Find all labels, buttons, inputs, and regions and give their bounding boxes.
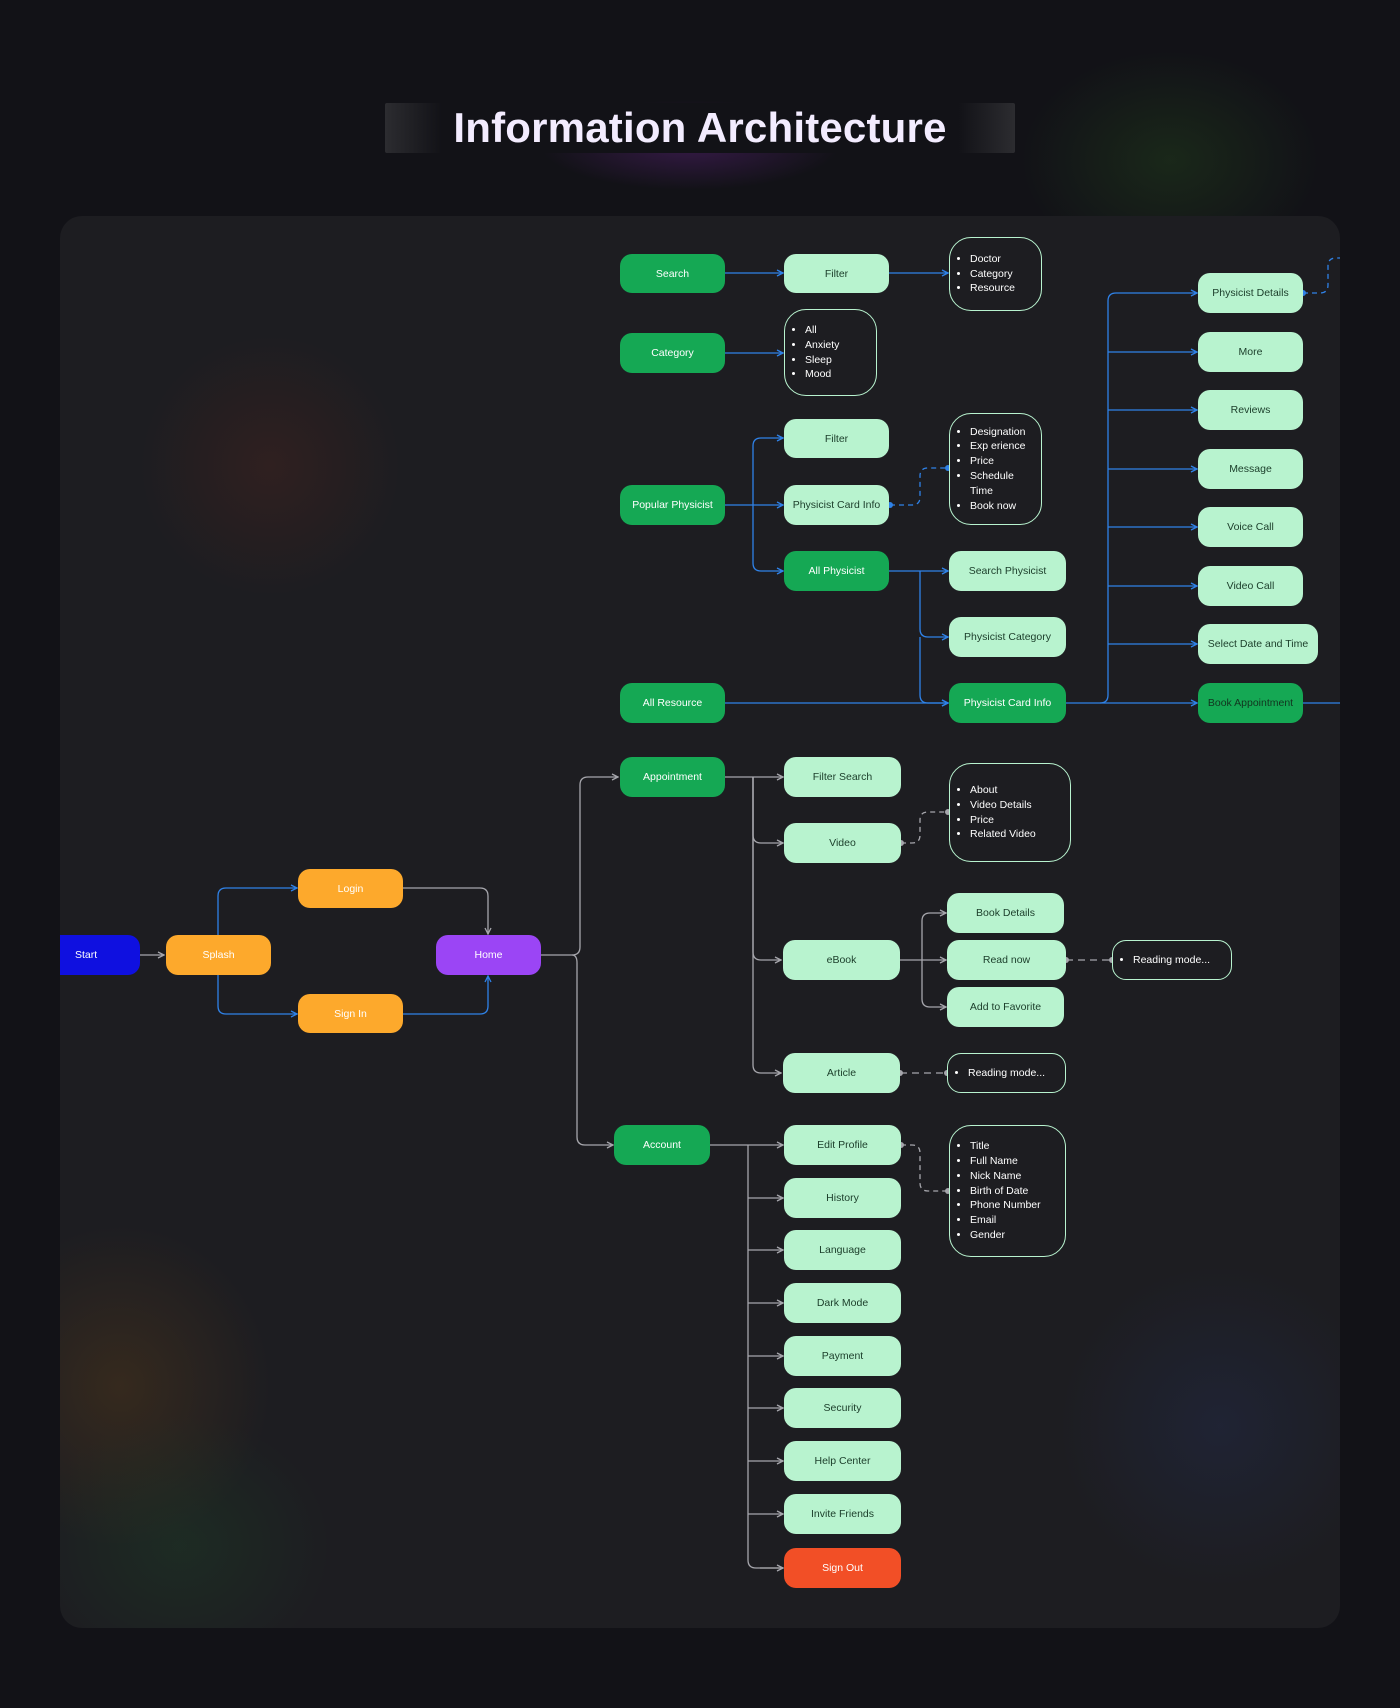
video-node[interactable]: Video bbox=[784, 823, 901, 863]
edge bbox=[752, 777, 781, 960]
list-item: Phone Number bbox=[970, 1198, 1041, 1213]
physicist-card-info-2-node[interactable]: Physicist Card Info bbox=[949, 683, 1066, 723]
card-info-list: Designation Exp erience Price Schedule T… bbox=[949, 413, 1042, 525]
profile-fields-list: Title Full Name Nick Name Birth of Date … bbox=[949, 1125, 1066, 1257]
search-node[interactable]: Search bbox=[620, 254, 725, 293]
select-date-time-node[interactable]: Select Date and Time bbox=[1198, 624, 1318, 664]
search-physicist-node[interactable]: Search Physicist bbox=[949, 551, 1066, 591]
list-item: Mood bbox=[805, 367, 839, 382]
edge bbox=[217, 973, 297, 1014]
list-item: Designation bbox=[970, 425, 1025, 440]
list-item: Title bbox=[970, 1139, 1041, 1154]
title-banner bbox=[385, 103, 1015, 153]
edge bbox=[752, 505, 783, 571]
sign-in-node[interactable]: Sign In bbox=[298, 994, 403, 1033]
security-node[interactable]: Security bbox=[784, 1388, 901, 1428]
list-item: Sleep bbox=[805, 353, 839, 368]
page-title: Information Architecture bbox=[453, 104, 947, 151]
edge bbox=[571, 954, 613, 1145]
list-item: Anxiety bbox=[805, 338, 839, 353]
article-node[interactable]: Article bbox=[783, 1053, 900, 1093]
read-now-node[interactable]: Read now bbox=[947, 940, 1066, 980]
reviews-node[interactable]: Reviews bbox=[1198, 390, 1303, 430]
edge bbox=[403, 976, 488, 1015]
edge bbox=[752, 777, 783, 843]
diagram-board: Start Splash Login Sign In Home Search F… bbox=[60, 216, 1340, 1628]
edge bbox=[541, 777, 618, 956]
edge bbox=[901, 1144, 948, 1192]
list-item: Price bbox=[970, 813, 1036, 828]
edge bbox=[217, 888, 297, 937]
list-item: Related Video bbox=[970, 827, 1036, 842]
edge bbox=[921, 960, 946, 1007]
list-item: Exp erience bbox=[970, 439, 1025, 454]
popular-filter-node[interactable]: Filter bbox=[784, 419, 889, 458]
list-item: Video Details bbox=[970, 798, 1036, 813]
edge bbox=[1099, 293, 1197, 704]
language-node[interactable]: Language bbox=[784, 1230, 901, 1270]
filter-search-node[interactable]: Filter Search bbox=[784, 757, 901, 797]
list-item: Gender bbox=[970, 1228, 1041, 1243]
appointment-node[interactable]: Appointment bbox=[620, 757, 725, 797]
physicist-details-node[interactable]: Physicist Details bbox=[1198, 273, 1303, 313]
add-to-favorite-node[interactable]: Add to Favorite bbox=[947, 987, 1064, 1027]
article-reading-mode: Reading mode... bbox=[947, 1053, 1066, 1093]
physicist-card-info-node[interactable]: Physicist Card Info bbox=[784, 485, 889, 525]
home-node[interactable]: Home bbox=[436, 935, 541, 975]
edge bbox=[921, 913, 946, 960]
edge bbox=[1303, 257, 1340, 294]
list-item: Resource bbox=[970, 281, 1015, 296]
list-item: Book now bbox=[970, 499, 1025, 514]
book-details-node[interactable]: Book Details bbox=[947, 893, 1064, 933]
list-item: Doctor bbox=[970, 252, 1015, 267]
search-filter-node[interactable]: Filter bbox=[784, 254, 889, 293]
edge bbox=[752, 438, 783, 505]
list-item: About bbox=[970, 783, 1036, 798]
message-node[interactable]: Message bbox=[1198, 449, 1303, 489]
list-item: Full Name bbox=[970, 1154, 1041, 1169]
login-node[interactable]: Login bbox=[298, 869, 403, 908]
list-item: All bbox=[805, 323, 839, 338]
edge bbox=[919, 637, 948, 703]
start-node[interactable]: Start bbox=[60, 935, 140, 975]
all-resource-node[interactable]: All Resource bbox=[620, 683, 725, 723]
categories-list: All Anxiety Sleep Mood bbox=[784, 309, 877, 396]
list-item: Reading mode... bbox=[968, 1067, 1045, 1079]
payment-node[interactable]: Payment bbox=[784, 1336, 901, 1376]
book-appointment-node[interactable]: Book Appointment bbox=[1198, 683, 1303, 723]
splash-node[interactable]: Splash bbox=[166, 935, 271, 975]
list-item: Category bbox=[970, 267, 1015, 282]
physicist-category-node[interactable]: Physicist Category bbox=[949, 617, 1066, 657]
invite-friends-node[interactable]: Invite Friends bbox=[784, 1494, 901, 1534]
all-physicist-node[interactable]: All Physicist bbox=[784, 551, 889, 591]
edge bbox=[901, 811, 948, 844]
sign-out-node[interactable]: Sign Out bbox=[784, 1548, 901, 1588]
list-item: Email bbox=[970, 1213, 1041, 1228]
more-node[interactable]: More bbox=[1198, 332, 1303, 372]
list-item: Birth of Date bbox=[970, 1184, 1041, 1199]
edit-profile-node[interactable]: Edit Profile bbox=[784, 1125, 901, 1165]
edge bbox=[403, 887, 488, 934]
ebook-node[interactable]: eBook bbox=[783, 940, 900, 980]
edge bbox=[752, 777, 781, 1073]
popular-physicist-node[interactable]: Popular Physicist bbox=[620, 485, 725, 525]
edge bbox=[890, 467, 948, 506]
video-details-list: About Video Details Price Related Video bbox=[949, 763, 1071, 862]
list-item: Nick Name bbox=[970, 1169, 1041, 1184]
history-node[interactable]: History bbox=[784, 1178, 901, 1218]
category-node[interactable]: Category bbox=[620, 333, 725, 373]
voice-call-node[interactable]: Voice Call bbox=[1198, 507, 1303, 547]
list-item: Price bbox=[970, 454, 1025, 469]
list-item: Schedule Time bbox=[970, 469, 1014, 499]
ebook-reading-mode: Reading mode... bbox=[1112, 940, 1232, 980]
dark-mode-node[interactable]: Dark Mode bbox=[784, 1283, 901, 1323]
help-center-node[interactable]: Help Center bbox=[784, 1441, 901, 1481]
connector-lines bbox=[140, 257, 1340, 1628]
search-filters-list: Doctor Category Resource bbox=[949, 237, 1042, 311]
edge bbox=[747, 1145, 783, 1569]
video-call-node[interactable]: Video Call bbox=[1198, 566, 1303, 606]
account-node[interactable]: Account bbox=[614, 1125, 710, 1165]
list-item: Reading mode... bbox=[1133, 954, 1210, 966]
edge bbox=[919, 571, 948, 637]
